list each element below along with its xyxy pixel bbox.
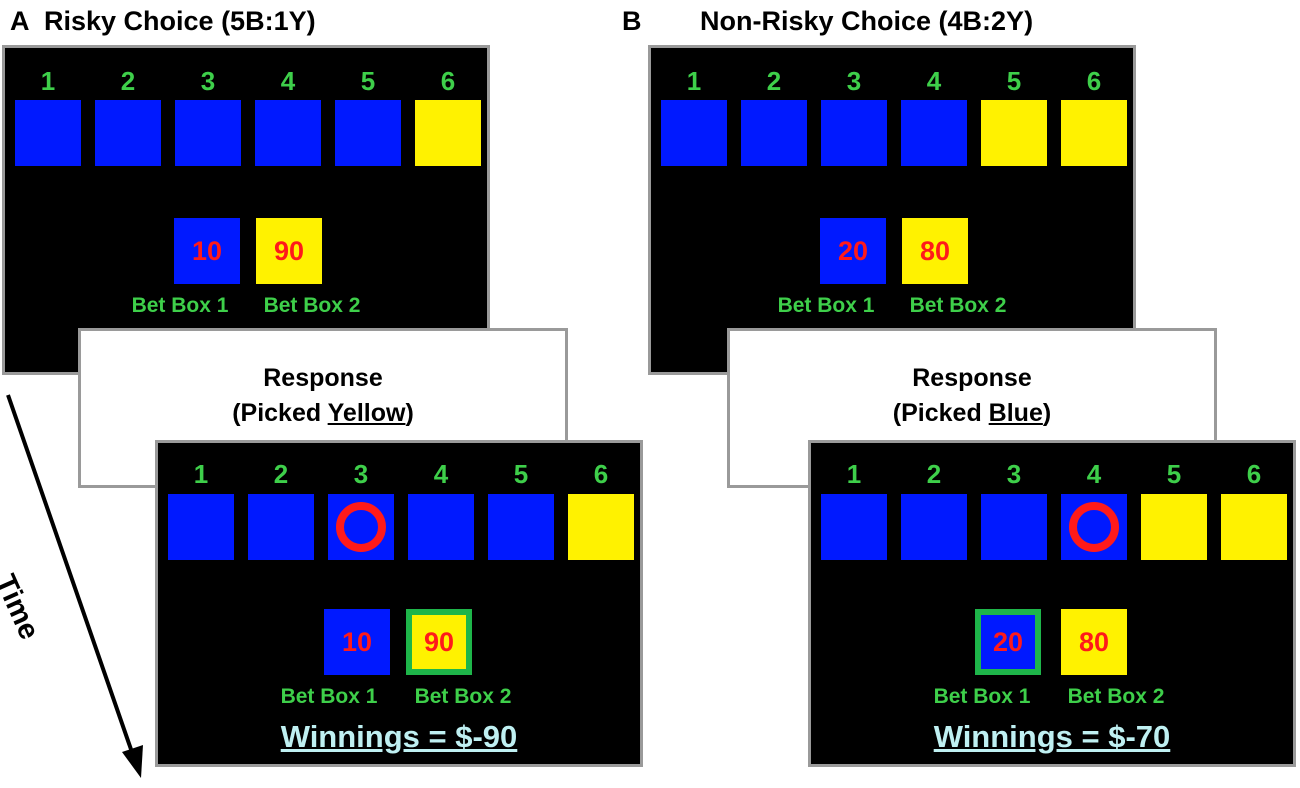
choice-box — [661, 100, 727, 166]
outcome-ring-icon — [1069, 502, 1119, 552]
bet-box-2-label: Bet Box 2 — [263, 294, 361, 317]
bet-box-2: 80 — [1061, 609, 1127, 675]
panel-a-letter: A — [10, 6, 30, 36]
choice-number: 2 — [766, 66, 782, 96]
choice-number: 2 — [273, 459, 289, 489]
bet-box-2: 90 — [256, 218, 322, 284]
choice-box — [568, 494, 634, 560]
choice-box — [408, 494, 474, 560]
bet-box-1: 10 — [174, 218, 240, 284]
choice-box — [741, 100, 807, 166]
choice-box — [415, 100, 481, 166]
choice-number: 5 — [1006, 66, 1022, 96]
choice-box — [168, 494, 234, 560]
choice-box — [95, 100, 161, 166]
choice-number: 2 — [926, 459, 942, 489]
choice-number: 1 — [846, 459, 862, 489]
bet-box-1-label: Bet Box 1 — [280, 685, 378, 708]
panel-b-outcome-screen: 1 2 3 4 5 6 20 80 Bet Box 1 Bet Box 2 Wi… — [808, 440, 1296, 767]
choice-box — [248, 494, 314, 560]
choice-number: 1 — [686, 66, 702, 96]
winnings-text: Winnings = $-90 — [280, 719, 518, 754]
bet-box-2-label: Bet Box 2 — [414, 685, 512, 708]
choice-number: 5 — [360, 66, 376, 96]
choice-box — [821, 494, 887, 560]
choice-number: 3 — [846, 66, 862, 96]
panel-b-letter: B — [622, 6, 642, 36]
response-prefix: (Picked — [892, 399, 989, 427]
response-heading: Response — [912, 364, 1032, 392]
choice-box — [335, 100, 401, 166]
time-arrow — [6, 394, 143, 778]
choice-box — [255, 100, 321, 166]
panel-b-choice-screen: 1 2 3 4 5 6 20 80 Bet Box 1 Bet Box 2 — [648, 45, 1136, 375]
choice-box — [328, 494, 394, 560]
choice-number: 3 — [200, 66, 216, 96]
bet-box-2-selected: 90 — [406, 609, 472, 675]
response-choice: Blue — [988, 399, 1043, 427]
choice-box — [1221, 494, 1287, 560]
choice-number: 5 — [513, 459, 529, 489]
response-heading: Response — [263, 364, 383, 392]
choice-number: 4 — [433, 459, 449, 489]
choice-number: 3 — [353, 459, 369, 489]
choice-box — [1061, 100, 1127, 166]
choice-box — [981, 494, 1047, 560]
bet-box-1: 20 — [820, 218, 886, 284]
choice-number: 4 — [280, 66, 296, 96]
time-arrow-head — [122, 745, 143, 778]
choice-box — [1141, 494, 1207, 560]
choice-box — [15, 100, 81, 166]
panel-a-choice-screen: 1 2 3 4 5 6 10 90 Bet Box 1 Bet Box 2 — [2, 45, 490, 375]
bet-box-1: 10 — [324, 609, 390, 675]
winnings-text: Winnings = $-70 — [933, 719, 1171, 754]
choice-number: 4 — [926, 66, 942, 96]
choice-number: 1 — [40, 66, 56, 96]
choice-number: 2 — [120, 66, 136, 96]
choice-box — [488, 494, 554, 560]
response-suffix: ) — [1042, 399, 1052, 427]
choice-box — [901, 494, 967, 560]
time-arrow-shaft — [6, 394, 136, 759]
choice-number: 1 — [193, 459, 209, 489]
outcome-ring-icon — [336, 502, 386, 552]
choice-box — [175, 100, 241, 166]
response-choice: Yellow — [327, 399, 406, 427]
choice-number: 3 — [1006, 459, 1022, 489]
response-suffix: ) — [405, 399, 414, 427]
choice-number: 6 — [440, 66, 456, 96]
choice-number: 6 — [1246, 459, 1262, 489]
choice-number: 6 — [1086, 66, 1102, 96]
bet-box-1-label: Bet Box 1 — [777, 294, 875, 317]
panel-a-outcome-screen: 1 2 3 4 5 6 10 90 Bet Box 1 Bet Box 2 Wi… — [155, 440, 643, 767]
response-detail: (Picked Yellow) — [81, 399, 565, 428]
response-prefix: (Picked — [232, 399, 328, 427]
panel-a-title: Risky Choice (5B:1Y) — [44, 6, 316, 36]
choice-box — [901, 100, 967, 166]
panel-b-title: Non-Risky Choice (4B:2Y) — [700, 6, 1034, 36]
choice-box — [981, 100, 1047, 166]
response-detail: (Picked Blue) — [730, 399, 1214, 428]
choice-number: 6 — [593, 459, 609, 489]
bet-box-2-label: Bet Box 2 — [1067, 685, 1165, 708]
choice-box — [1061, 494, 1127, 560]
bet-box-1-label: Bet Box 1 — [933, 685, 1031, 708]
bet-box-2: 80 — [902, 218, 968, 284]
bet-box-1-label: Bet Box 1 — [131, 294, 229, 317]
choice-number: 4 — [1086, 459, 1102, 489]
choice-box — [821, 100, 887, 166]
bet-box-2-label: Bet Box 2 — [909, 294, 1007, 317]
bet-box-1-selected: 20 — [975, 609, 1041, 675]
choice-number: 5 — [1166, 459, 1182, 489]
